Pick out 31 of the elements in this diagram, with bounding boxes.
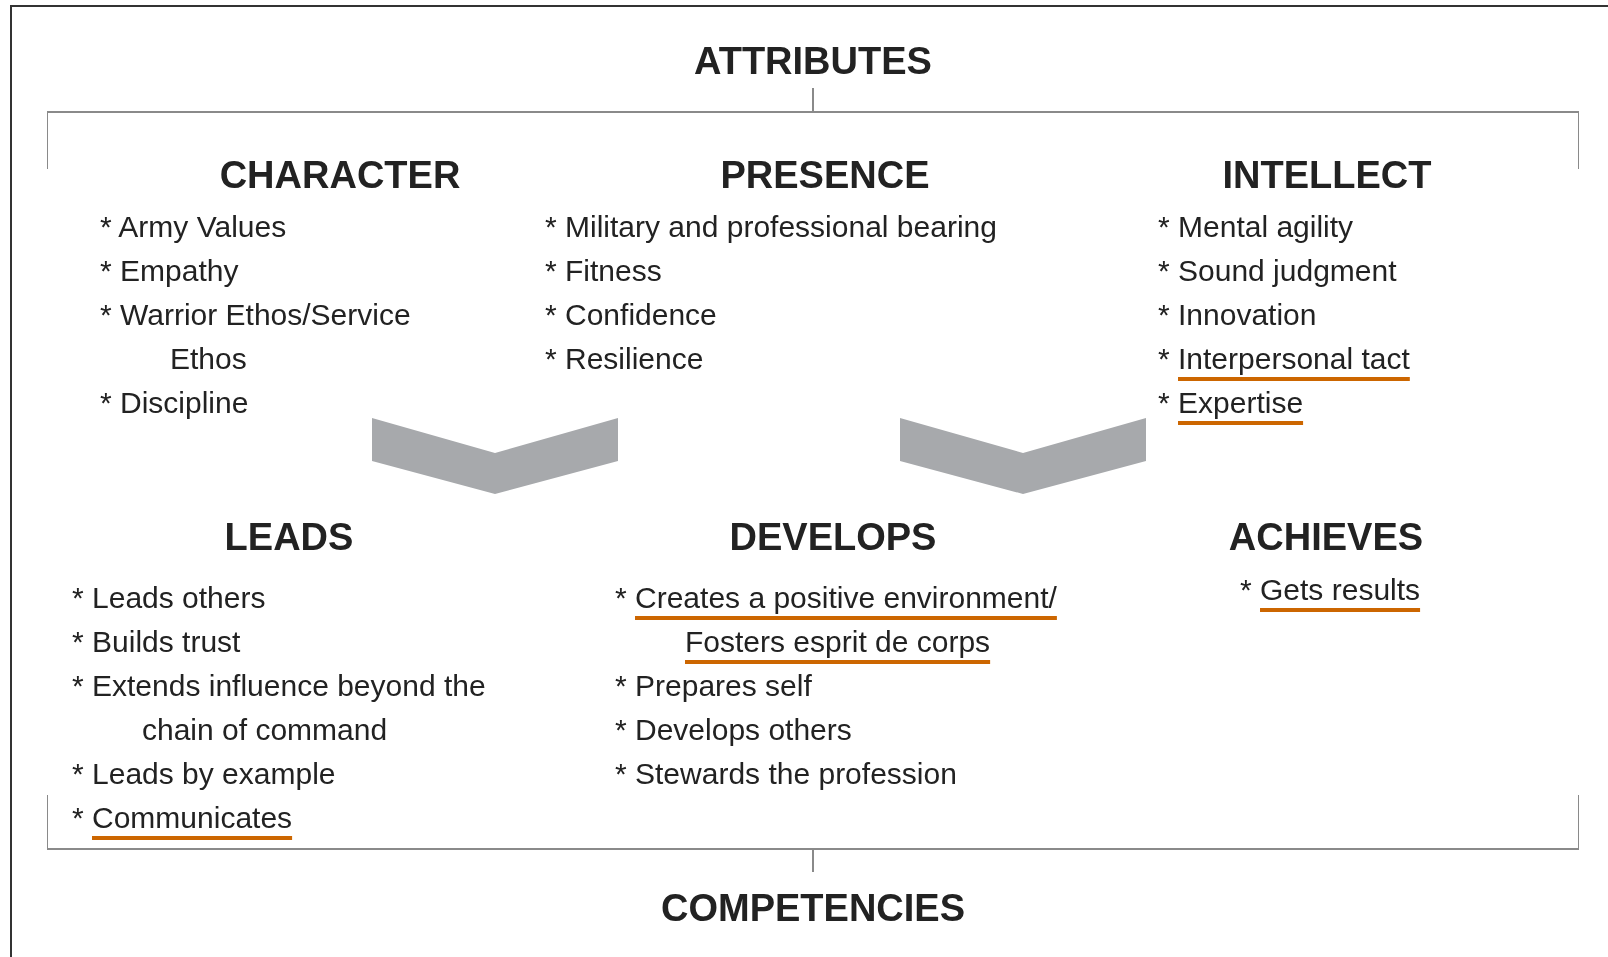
column-heading: ACHIEVES (1227, 515, 1425, 560)
list-item: * Creates a positive environment/ Fosters esprit de corps (615, 580, 1058, 660)
section-title: COMPETENCIES (661, 886, 965, 931)
list-item: * Expertise (1158, 385, 1305, 421)
list-item: * Fitness (545, 253, 663, 289)
list-item: * Sound judgment (1158, 253, 1398, 289)
list-item: * Warrior Ethos/Service Ethos (100, 297, 412, 377)
list-item: * Innovation (1158, 297, 1318, 333)
list-item: * Confidence (545, 297, 718, 333)
column-heading: DEVELOPS (728, 515, 938, 560)
list-item: * Stewards the profession (615, 756, 958, 792)
column-heading: CHARACTER (218, 153, 462, 198)
column-heading: INTELLECT (1221, 153, 1433, 198)
list-item: * Discipline (100, 385, 250, 421)
column-heading: LEADS (223, 515, 355, 560)
list-item: * Resilience (545, 341, 705, 377)
list-item: * Builds trust (72, 624, 242, 660)
list-item: * Communicates (72, 800, 294, 836)
column-heading: PRESENCE (719, 153, 931, 198)
list-item: * Army Values (100, 209, 288, 245)
list-item: * Extends influence beyond the chain of command (72, 668, 487, 748)
list-item: * Leads others (72, 580, 267, 616)
list-item: * Military and professional bearing (545, 209, 998, 245)
list-item: * Empathy (100, 253, 240, 289)
section-title: ATTRIBUTES (694, 39, 932, 84)
list-item: * Develops others (615, 712, 853, 748)
list-item: * Prepares self (615, 668, 813, 704)
list-item: * Gets results (1240, 572, 1422, 608)
list-item: * Leads by example (72, 756, 337, 792)
list-item: * Interpersonal tact (1158, 341, 1411, 377)
list-item: * Mental agility (1158, 209, 1355, 245)
